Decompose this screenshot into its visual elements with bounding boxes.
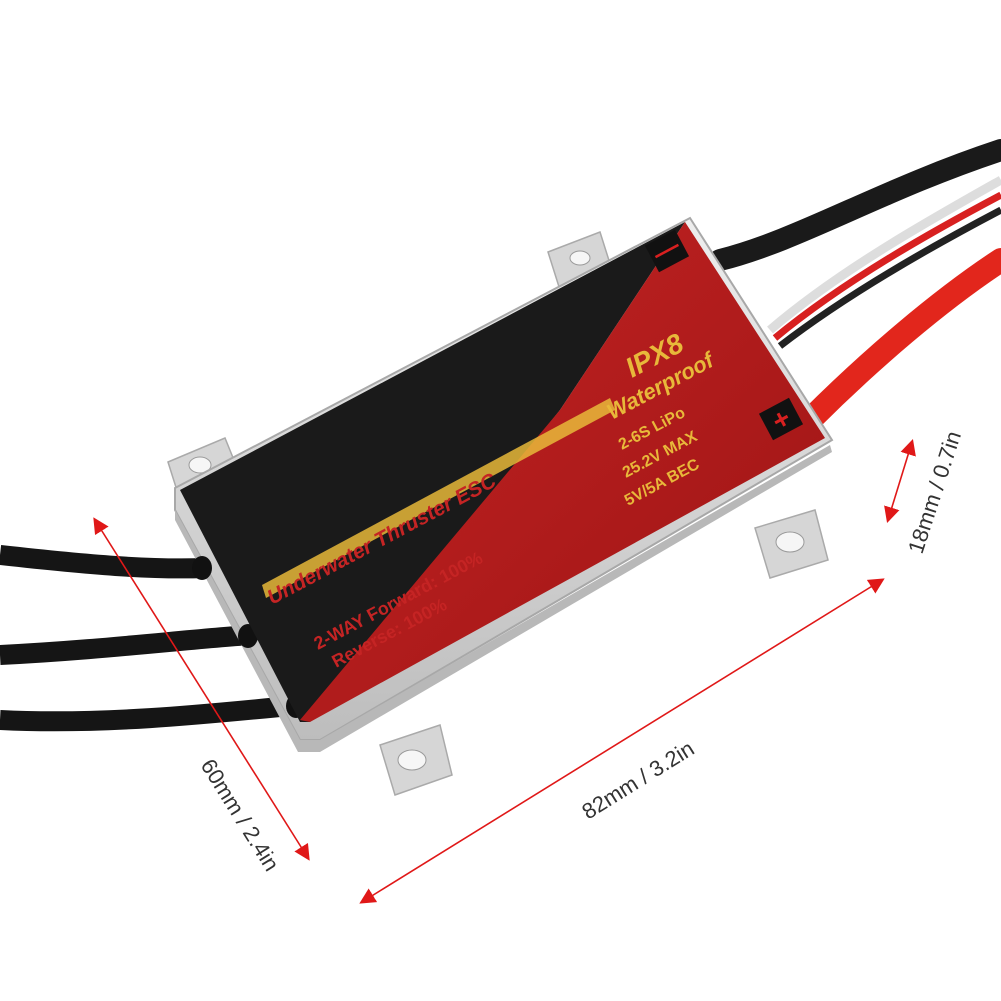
width-dimension-label: 60mm / 2.4in [196,754,285,875]
height-dimension-label: 18mm / 0.7in [903,428,966,557]
right-wires [709,139,1001,432]
length-dimension-arrow [359,578,885,904]
length-dimension-label: 82mm / 3.2in [577,736,698,825]
label-accent-stripe [262,398,615,598]
width-dimension-arrow [93,517,310,861]
terminal-marks: — + [644,229,804,441]
height-dimension-arrow [884,438,916,524]
